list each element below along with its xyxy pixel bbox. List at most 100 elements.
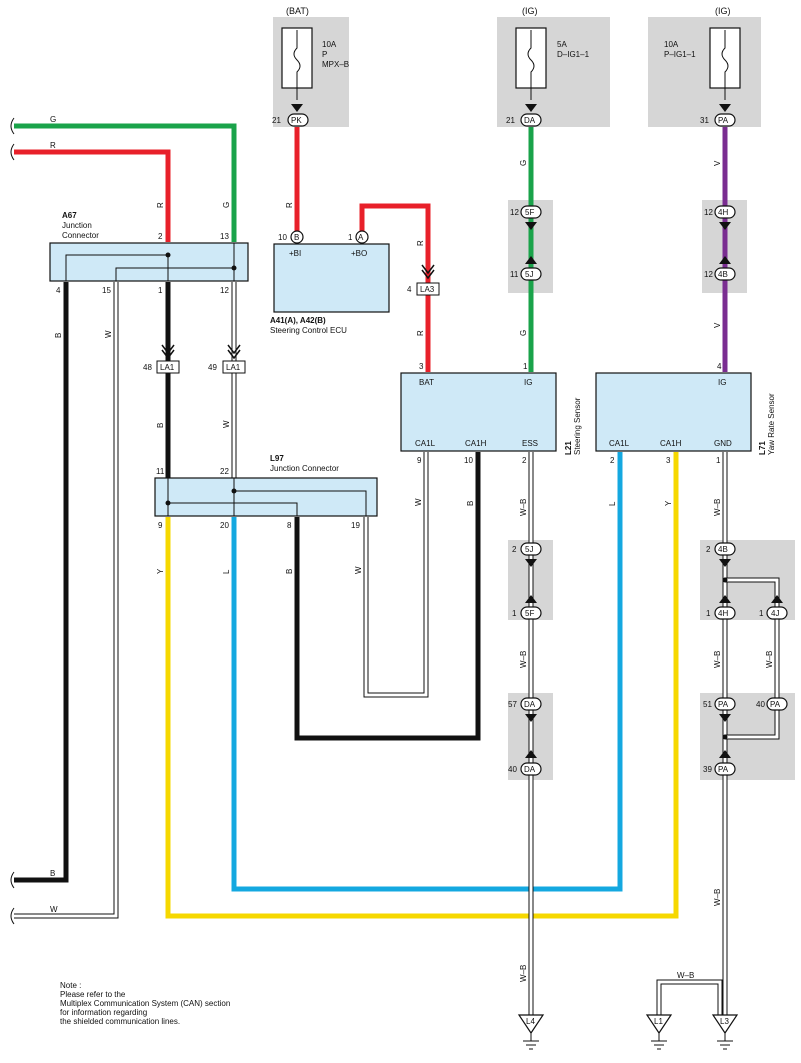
ecu-pin-a: A 1	[348, 230, 369, 244]
svg-text:1: 1	[512, 609, 517, 618]
svg-text:12: 12	[704, 270, 713, 279]
note-block: Note : Please refer to the Multiplex Com…	[60, 981, 230, 1026]
fuse-dig	[515, 27, 547, 112]
l71-id: L71	[758, 441, 767, 455]
wire-label-l-l71: L	[608, 501, 617, 506]
wire-label-b-bottom: B	[50, 869, 55, 878]
svg-text:PA: PA	[718, 765, 729, 774]
svg-text:21: 21	[506, 116, 515, 125]
svg-text:57: 57	[508, 700, 517, 709]
fuse-mpx-amps: 10A	[322, 40, 337, 49]
svg-text:12: 12	[704, 208, 713, 217]
svg-text:L4: L4	[526, 1017, 535, 1026]
wire-label-r-top: R	[50, 141, 56, 150]
ecu-id: A41(A), A42(B)	[270, 316, 326, 325]
svg-text:5J: 5J	[525, 545, 533, 554]
svg-text:1: 1	[759, 609, 764, 618]
fuse-pig	[709, 27, 741, 112]
l21-pin-10: 10	[464, 456, 473, 465]
svg-text:4H: 4H	[718, 208, 728, 217]
wire-black-a67-out	[14, 282, 69, 883]
l21-pin-1: 1	[523, 362, 528, 371]
l97-name: Junction Connector	[270, 464, 339, 473]
svg-text:12: 12	[510, 208, 519, 217]
wire-label-r-la3-top: R	[416, 240, 425, 246]
svg-text:LA1: LA1	[160, 363, 175, 372]
wire-black-l97-l21	[294, 452, 481, 741]
svg-text:B: B	[294, 233, 299, 242]
svg-text:DA: DA	[524, 116, 536, 125]
svg-text:the shielded communication lin: the shielded communication lines.	[60, 1017, 180, 1026]
l71-ca1l-label: CA1L	[609, 439, 630, 448]
svg-text:PA: PA	[770, 700, 781, 709]
l21-ig-label: IG	[524, 378, 532, 387]
fuse-dig-line1: D–IG1–1	[557, 50, 590, 59]
ecu-name: Steering Control ECU	[270, 326, 347, 335]
svg-text:1: 1	[706, 609, 711, 618]
a67-name1: Junction	[62, 221, 92, 230]
wire-label-g-top: G	[50, 115, 56, 124]
svg-text:LA1: LA1	[226, 363, 241, 372]
connector-la3: LA3 4	[407, 264, 440, 296]
svg-text:4B: 4B	[718, 270, 728, 279]
l97-pin-22: 22	[220, 467, 229, 476]
wire-label-wb-l71-b: W–B	[713, 651, 722, 668]
svg-text:40: 40	[756, 700, 765, 709]
inline-da-pair: DA 57 DA 40	[508, 697, 542, 776]
wire-label-w-l97: W	[354, 566, 363, 574]
svg-text:2: 2	[706, 545, 711, 554]
l71-ig-label: IG	[718, 378, 726, 387]
svg-text:L1: L1	[654, 1017, 663, 1026]
fuse-mpx-line1: P	[322, 50, 327, 59]
a67-pin-1: 1	[158, 286, 163, 295]
inline-4b-4h-4j-bottom: 4B 2 4H 1 4J 1	[706, 542, 788, 620]
l97-id: L97	[270, 454, 284, 463]
l21-pin-3: 3	[419, 362, 424, 371]
l71-pin-3: 3	[666, 456, 671, 465]
connector-la1-right: LA1 49	[208, 344, 246, 374]
svg-text:5F: 5F	[525, 208, 534, 217]
fuse-pig-line1: P–IG1–1	[664, 50, 696, 59]
a67-pin-12: 12	[220, 286, 229, 295]
wire-label-wb-l71-a: W–B	[713, 499, 722, 516]
svg-text:4: 4	[407, 285, 412, 294]
wire-label-w-l21: W	[414, 498, 423, 506]
sensor-l21	[400, 372, 557, 452]
svg-text:4B: 4B	[718, 545, 728, 554]
svg-text:2: 2	[512, 545, 517, 554]
l71-pin-4: 4	[717, 362, 722, 371]
svg-text:for information regarding: for information regarding	[60, 1008, 147, 1017]
wire-label-y-l97: Y	[156, 568, 165, 574]
l71-name: Yaw Rate Sensor	[767, 393, 776, 455]
terminal-da-fuse: DA 21	[506, 113, 542, 127]
wire-label-y-l71: Y	[664, 500, 673, 506]
l71-pin-1: 1	[716, 456, 721, 465]
l71-ca1h-label: CA1H	[660, 439, 682, 448]
a67-pin-4: 4	[56, 286, 61, 295]
wire-red-r-a67	[14, 149, 171, 242]
svg-text:4J: 4J	[771, 609, 779, 618]
svg-text:31: 31	[700, 116, 709, 125]
wire-label-wb-l1: W–B	[677, 971, 694, 980]
l21-ca1l-label: CA1L	[415, 439, 436, 448]
ecu-bi-label: +BI	[289, 249, 301, 258]
svg-text:DA: DA	[524, 700, 536, 709]
wire-label-wb-l21-a: W–B	[519, 499, 528, 516]
ground-l1: L1	[645, 1014, 673, 1050]
l97-pin-20: 20	[220, 521, 229, 530]
inline-5f-5j-top: 5F 12 5J 11	[510, 205, 542, 281]
l21-ess-label: ESS	[522, 439, 538, 448]
l97-pin-9: 9	[158, 521, 163, 530]
svg-text:PK: PK	[291, 116, 302, 125]
svg-text:Multiplex Communication System: Multiplex Communication System (CAN) sec…	[60, 999, 230, 1008]
l71-gnd-label: GND	[714, 439, 732, 448]
wire-label-b-la1: B	[156, 423, 165, 428]
ecu-bo-label: +BO	[351, 249, 367, 258]
power-label-ig-pig: (IG)	[715, 6, 731, 16]
svg-text:40: 40	[508, 765, 517, 774]
a67-internal-lines	[65, 243, 235, 281]
wire-label-l-l97: L	[222, 569, 231, 574]
wire-label-wb-4j: W–B	[765, 651, 774, 668]
fuse-mpx	[281, 27, 313, 112]
